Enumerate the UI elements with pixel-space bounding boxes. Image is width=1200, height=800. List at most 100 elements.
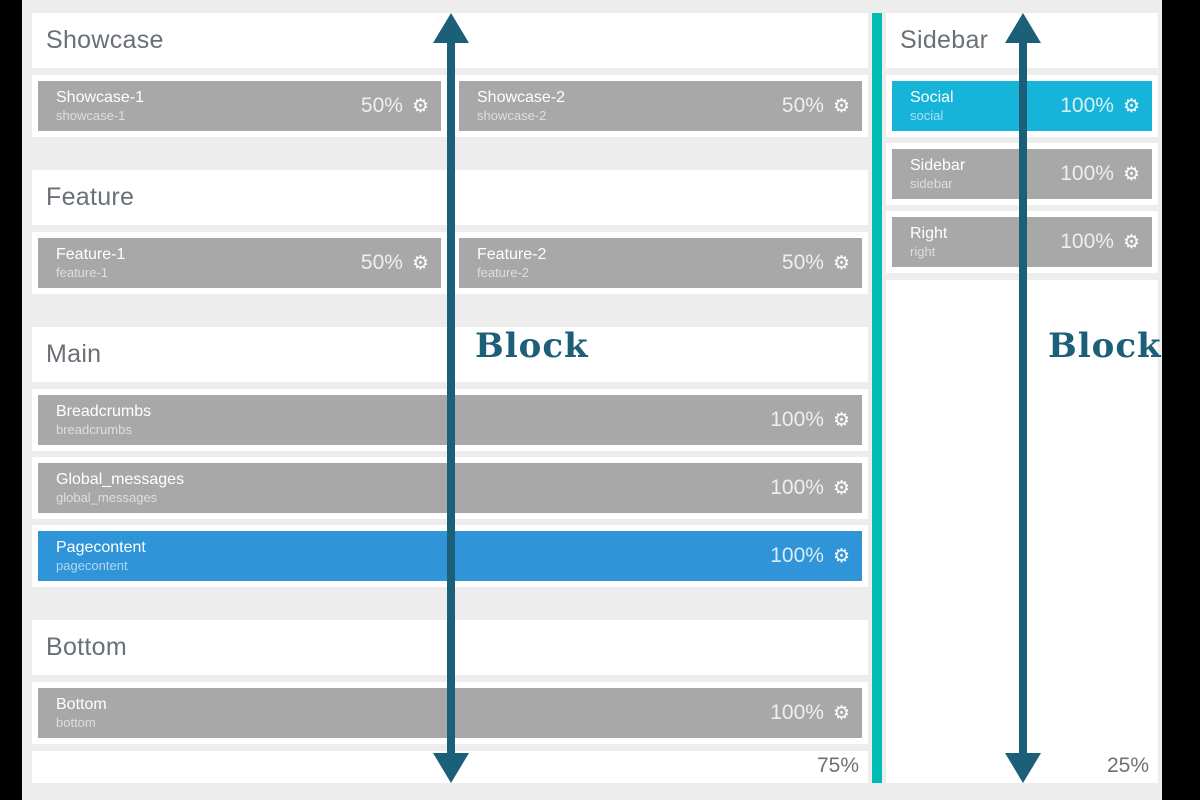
row-pagecontent-selected[interactable]: Pagecontent pagecontent 100% ⚙ [38,531,862,581]
row-breadcrumbs[interactable]: Breadcrumbs breadcrumbs 100% ⚙ [38,395,862,445]
row-controls: 100% ⚙ [770,701,850,725]
row-title: Breadcrumbs [56,403,152,421]
row-card: Breadcrumbs breadcrumbs 100% ⚙ [32,389,868,451]
row-controls: 100% ⚙ [770,476,850,500]
main-column-footer: 75% [32,751,868,783]
row-title: Global_messages [56,471,185,489]
row-controls: 100% ⚙ [770,408,850,432]
row-alias: social [910,108,944,124]
row-title: Bottom [56,696,107,714]
row-social-selected[interactable]: Social social 100% ⚙ [892,81,1152,131]
sidebar-column-width-label: 25% [1106,754,1149,777]
row-alias: global_messages [56,490,158,506]
settings-gear-icon[interactable]: ⚙ [832,476,850,499]
row-card: Pagecontent pagecontent 100% ⚙ [32,525,868,587]
row-card: Sidebar sidebar 100% ⚙ [886,143,1158,205]
row-title: Showcase-1 [56,89,145,107]
row-card: Bottom bottom 100% ⚙ [32,682,868,744]
row-feature-1[interactable]: Feature-1 feature-1 50% ⚙ [38,238,441,288]
settings-gear-icon[interactable]: ⚙ [1122,94,1140,117]
row-size: 50% [781,94,824,117]
row-title: Feature-1 [56,246,126,264]
row-title: Social [910,89,954,107]
row-title: Showcase-2 [477,89,566,107]
row-text: Showcase-2 showcase-2 [477,88,565,124]
row-size: 100% [770,701,824,724]
settings-gear-icon[interactable]: ⚙ [411,251,429,274]
row-showcase-1[interactable]: Showcase-1 showcase-1 50% ⚙ [38,81,441,131]
row-size: 50% [360,94,403,117]
settings-gear-icon[interactable]: ⚙ [832,408,850,431]
row-text: Breadcrumbs breadcrumbs [56,402,151,438]
section-header-main: Main [32,327,868,382]
row-title: Right [910,225,948,243]
settings-gear-icon[interactable]: ⚙ [411,94,429,117]
row-alias: pagecontent [56,558,128,574]
section-title-feature: Feature [46,183,135,211]
row-card: Showcase-2 showcase-2 50% ⚙ [453,75,868,137]
row-title: Sidebar [910,157,966,175]
sidebar-column: Sidebar Social social 100% ⚙ Sidebar sid… [886,13,1158,783]
settings-gear-icon[interactable]: ⚙ [1122,230,1140,253]
row-sidebar[interactable]: Sidebar sidebar 100% ⚙ [892,149,1152,199]
section-rows-feature: Feature-1 feature-1 50% ⚙ Feature-2 feat… [32,232,868,294]
section-title-main: Main [46,340,102,368]
row-text: Pagecontent pagecontent [56,538,146,574]
block-label-sidebar: Block [1048,326,1162,366]
row-card: Showcase-1 showcase-1 50% ⚙ [32,75,447,137]
row-global-messages[interactable]: Global_messages global_messages 100% ⚙ [38,463,862,513]
row-right[interactable]: Right right 100% ⚙ [892,217,1152,267]
row-controls: 100% ⚙ [1060,94,1140,118]
row-size: 100% [1060,162,1114,185]
row-alias: feature-1 [56,265,109,281]
row-controls: 100% ⚙ [1060,230,1140,254]
block-label-main: Block [475,326,589,366]
settings-gear-icon[interactable]: ⚙ [832,251,850,274]
row-text: Social social [910,88,954,124]
main-column: Showcase Showcase-1 showcase-1 50% ⚙ [32,13,868,783]
row-size: 100% [770,544,824,567]
row-size: 50% [781,251,824,274]
row-controls: 50% ⚙ [782,94,850,118]
row-text: Global_messages global_messages [56,470,184,506]
main-column-width-label: 75% [816,754,859,777]
settings-gear-icon[interactable]: ⚙ [832,94,850,117]
row-text: Feature-1 feature-1 [56,245,125,281]
section-header-feature: Feature [32,170,868,225]
row-showcase-2[interactable]: Showcase-2 showcase-2 50% ⚙ [459,81,862,131]
row-alias: right [910,244,936,260]
row-card: Social social 100% ⚙ [886,75,1158,137]
row-card: Feature-2 feature-2 50% ⚙ [453,232,868,294]
section-header-sidebar: Sidebar [886,13,1158,68]
settings-gear-icon[interactable]: ⚙ [832,544,850,567]
row-card: Right right 100% ⚙ [886,211,1158,273]
row-alias: breadcrumbs [56,422,132,438]
section-title-showcase: Showcase [46,26,164,54]
row-size: 100% [770,408,824,431]
section-header-bottom: Bottom [32,620,868,675]
row-alias: showcase-1 [56,108,126,124]
row-size: 100% [1060,94,1114,117]
section-header-showcase: Showcase [32,13,868,68]
settings-gear-icon[interactable]: ⚙ [1122,162,1140,185]
section-title-bottom: Bottom [46,633,127,661]
row-size: 100% [1060,230,1114,253]
row-card: Feature-1 feature-1 50% ⚙ [32,232,447,294]
row-title: Pagecontent [56,539,146,557]
row-alias: bottom [56,715,96,731]
row-controls: 50% ⚙ [361,94,429,118]
row-controls: 100% ⚙ [1060,162,1140,186]
column-divider [872,13,882,783]
section-rows-showcase: Showcase-1 showcase-1 50% ⚙ Showcase-2 s… [32,75,868,137]
layout-preview-stage: Showcase Showcase-1 showcase-1 50% ⚙ [22,0,1162,800]
row-bottom[interactable]: Bottom bottom 100% ⚙ [38,688,862,738]
row-feature-2[interactable]: Feature-2 feature-2 50% ⚙ [459,238,862,288]
row-alias: feature-2 [477,265,530,281]
row-controls: 50% ⚙ [782,251,850,275]
settings-gear-icon[interactable]: ⚙ [832,701,850,724]
row-text: Bottom bottom [56,695,107,731]
row-text: Right right [910,224,947,260]
section-title-sidebar: Sidebar [900,26,989,54]
row-title: Feature-2 [477,246,547,264]
row-text: Sidebar sidebar [910,156,965,192]
